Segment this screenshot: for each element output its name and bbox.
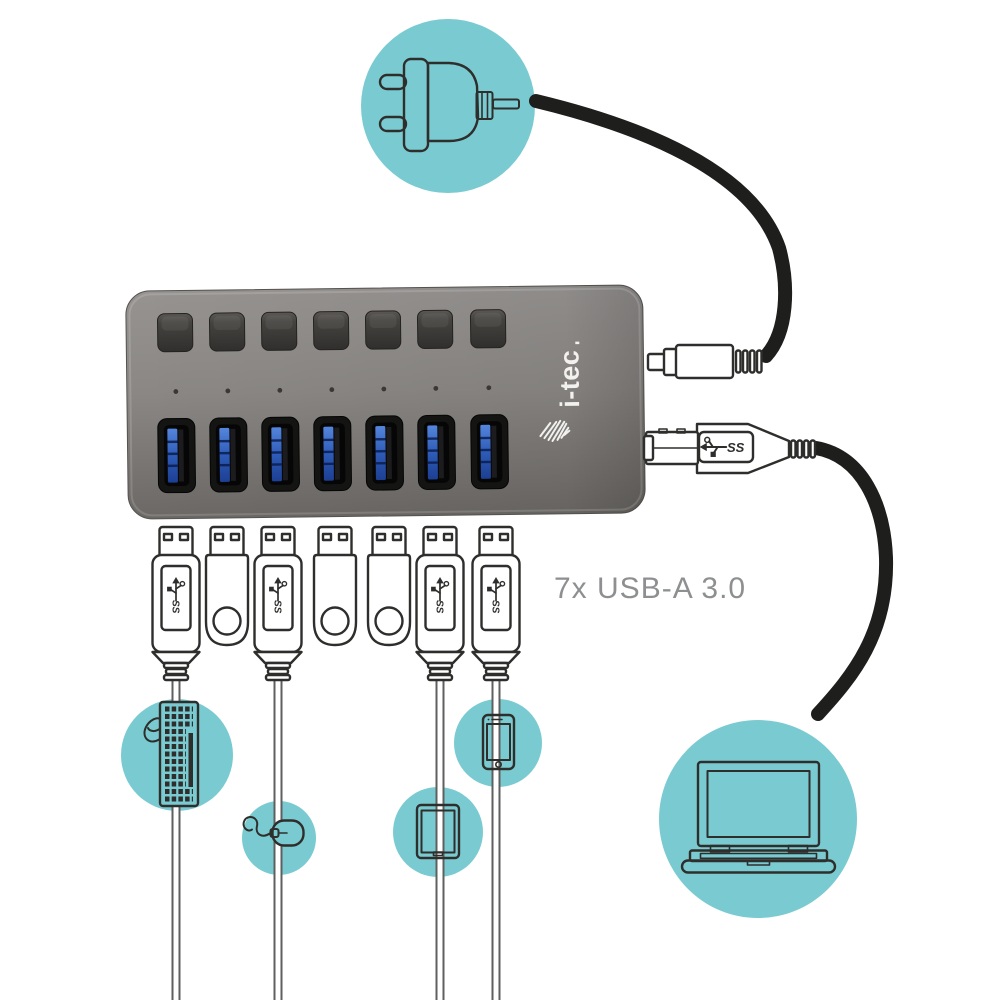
usb-port-6	[417, 414, 457, 491]
ss-label: SS	[170, 600, 181, 614]
led-5	[381, 386, 387, 392]
laptop-icon	[680, 760, 837, 874]
usb-a-plug-2: SS	[253, 525, 303, 682]
brand-logo-text: i-tec	[554, 350, 585, 408]
trademark-mark	[575, 341, 580, 345]
power-button-7	[469, 309, 507, 349]
led-indicators	[173, 385, 492, 394]
ss-label: SS	[272, 600, 283, 614]
usb-port-2	[209, 417, 249, 493]
power-button-4	[312, 310, 350, 351]
led-1	[173, 389, 179, 394]
usb-a-plug-3: SS	[415, 525, 465, 682]
tablet-icon	[415, 803, 461, 860]
usb-ss-logo: SS	[430, 576, 450, 614]
hub-shading	[125, 285, 646, 519]
usb-a-plug-4: SS	[471, 525, 521, 682]
usb-flash-drive-2	[312, 525, 358, 647]
usb-flash-drive-1	[204, 525, 250, 647]
usb-ss-logo: SS	[698, 436, 745, 458]
power-cable	[529, 94, 793, 363]
power-button-6	[416, 309, 454, 350]
usb-port-3	[261, 416, 301, 493]
led-4	[329, 387, 335, 393]
power-plug-icon	[378, 57, 520, 153]
usb-b-cable	[809, 441, 894, 721]
usb-port-7	[470, 414, 510, 490]
led-2	[225, 388, 231, 394]
ss-label: SS	[727, 440, 745, 455]
usb-ss-logo: SS	[268, 576, 288, 614]
brand-wing-icon	[539, 419, 571, 442]
keyboard-icon	[143, 700, 200, 808]
usb-ss-logo: SS	[486, 576, 506, 614]
laptop-circle	[659, 720, 857, 918]
ports-label: 7x USB-A 3.0	[554, 572, 746, 605]
usb-hub: i-tec	[125, 284, 646, 520]
usb-b-connector: SS	[642, 422, 817, 475]
led-6	[433, 385, 439, 391]
usb-port-4	[313, 415, 353, 492]
usb-ss-logo: SS	[166, 576, 186, 614]
connector-row: SS SS SS	[151, 525, 521, 682]
ss-label: SS	[434, 600, 445, 614]
power-button-1	[156, 312, 194, 353]
hub-edge-highlight	[128, 287, 643, 517]
led-3	[277, 387, 283, 393]
usb-port-1	[157, 417, 197, 494]
ss-label: SS	[490, 600, 501, 614]
smartphone-icon	[481, 713, 516, 771]
power-button-2	[208, 312, 246, 352]
usb-flash-drive-3	[366, 525, 412, 647]
mouse-icon	[242, 816, 305, 847]
usb-port-5	[365, 415, 405, 491]
usb-a-plug-1: SS	[151, 525, 201, 682]
power-button-3	[260, 311, 298, 352]
power-button-5	[364, 310, 402, 350]
led-7	[486, 385, 492, 391]
power-circle	[361, 19, 535, 193]
dc-power-jack	[646, 343, 763, 380]
